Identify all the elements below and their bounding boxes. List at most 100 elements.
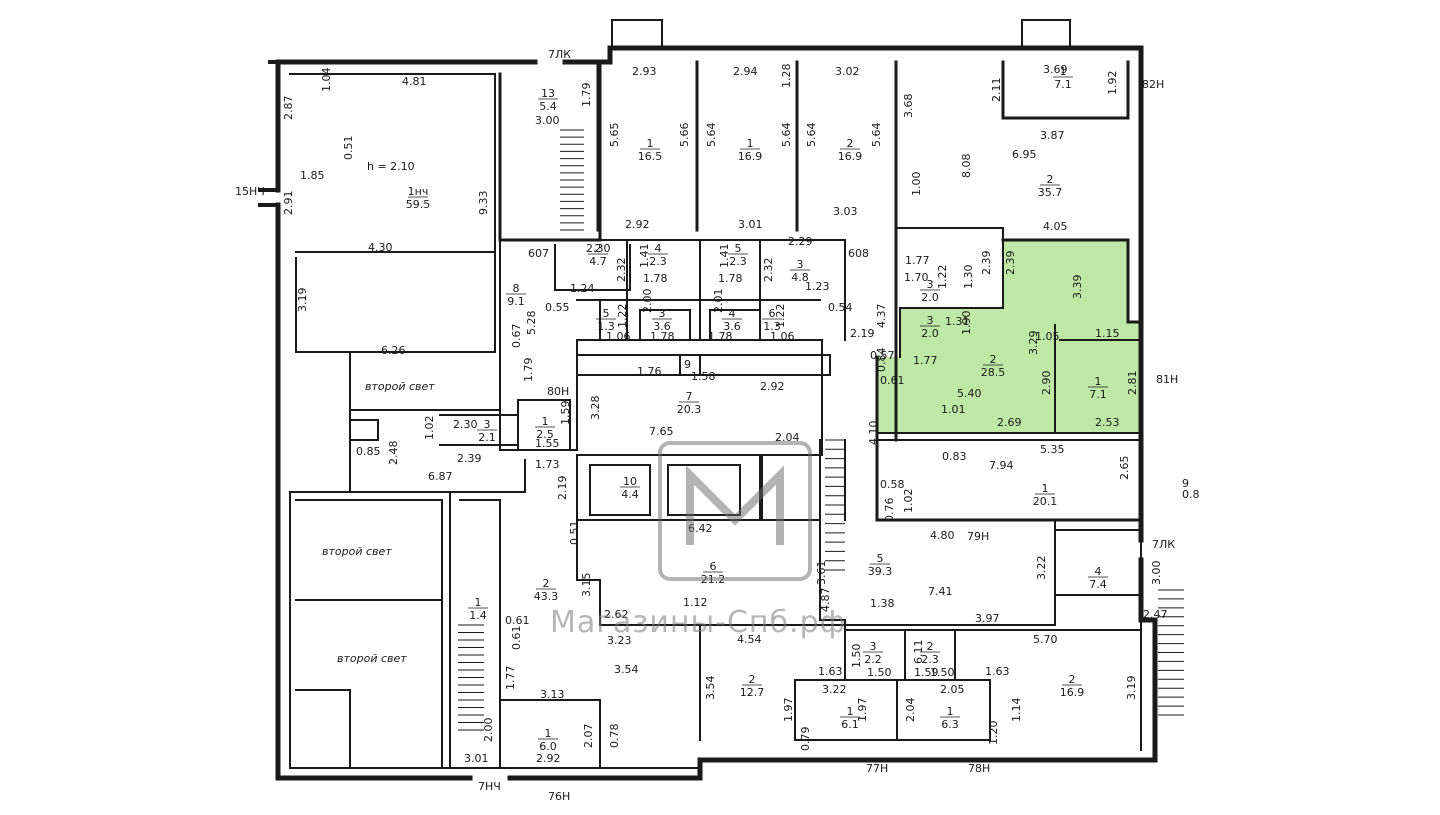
dimension-label: 3.00 bbox=[1150, 561, 1163, 586]
dimension-label: 2.92 bbox=[625, 218, 650, 231]
dimension-label: 7.94 bbox=[989, 459, 1014, 472]
dimension-label: 5.65 bbox=[608, 123, 621, 148]
dimension-label: 1.38 bbox=[870, 597, 895, 610]
room-label-second-light-3: второй свет bbox=[337, 652, 407, 665]
room-area: 2.0 bbox=[921, 291, 939, 304]
dimension-label: 3.03 bbox=[833, 205, 858, 218]
dimension-label: 2.04 bbox=[775, 431, 800, 444]
dimension-label: 1.22 bbox=[774, 304, 787, 329]
dimension-label: 6.87 bbox=[428, 470, 453, 483]
dimension-label: 4.54 bbox=[737, 633, 762, 646]
room-number: 1 bbox=[647, 137, 654, 150]
room-area: 59.5 bbox=[406, 198, 431, 211]
dimension-label: 2.01 bbox=[712, 289, 725, 314]
dimension-label: 2.19 bbox=[556, 476, 569, 501]
dimension-label: 0.54 bbox=[828, 301, 853, 314]
room-number: 1 bbox=[847, 705, 854, 718]
dimension-label: 1.97 bbox=[856, 698, 869, 723]
dimension-label: 3.22 bbox=[1035, 556, 1048, 581]
room-number: 1 bbox=[1042, 482, 1049, 495]
dimension-label: 0.58 bbox=[880, 478, 905, 491]
room-area: 3.6 bbox=[723, 320, 741, 333]
dimension-label: 5.70 bbox=[1033, 633, 1058, 646]
dimension-label: 4.37 bbox=[875, 304, 888, 329]
entrance-tag: 9 bbox=[1182, 477, 1189, 490]
room-number: 3 bbox=[797, 258, 804, 271]
room-number: 2 bbox=[749, 673, 756, 686]
dimension-label: 4.80 bbox=[930, 529, 955, 542]
dimension-label: 2.92 bbox=[760, 380, 785, 393]
dimension-label: 2.62 bbox=[604, 608, 629, 621]
dimension-label: 5.64 bbox=[705, 123, 718, 148]
room-number: 5 bbox=[877, 552, 884, 565]
room-number: 13 bbox=[541, 87, 555, 100]
dimension-label: 6.95 bbox=[1012, 148, 1037, 161]
dimension-label: 1.28 bbox=[780, 64, 793, 89]
room-number: 1 bbox=[1060, 65, 1067, 78]
dimension-label: 2.00 bbox=[641, 289, 654, 314]
dimension-label: 5.40 bbox=[957, 387, 982, 400]
room-number: 1 bbox=[947, 705, 954, 718]
room-number: 5 bbox=[735, 242, 742, 255]
dimension-label: 1.06 bbox=[770, 330, 795, 343]
dimension-label: 1.01 bbox=[941, 403, 966, 416]
dimension-label: 2.29 bbox=[788, 235, 813, 248]
entrance-tag: 607 bbox=[528, 247, 549, 260]
dimension-label: 3.97 bbox=[975, 612, 1000, 625]
dimension-label: 1.24 bbox=[570, 282, 595, 295]
room-label-second-light-2: второй свет bbox=[322, 545, 392, 558]
dimension-label: 3.19 bbox=[1125, 676, 1138, 701]
dimension-label: 2.39 bbox=[980, 251, 993, 276]
entrance-tag: 77Н bbox=[866, 762, 888, 775]
room-area: 35.7 bbox=[1038, 186, 1063, 199]
room-number: 10 bbox=[623, 475, 637, 488]
dimension-label: 2.39 bbox=[457, 452, 482, 465]
room-area: 6.0 bbox=[539, 740, 557, 753]
watermark-text: Магазины-Спб.рф bbox=[550, 605, 846, 640]
dimension-label: 5.64 bbox=[870, 123, 883, 148]
entrance-tag: 81Н bbox=[1156, 373, 1178, 386]
dimension-label: 3.15 bbox=[580, 573, 593, 598]
dimension-label: 2.05 bbox=[940, 683, 965, 696]
room-area: 9.1 bbox=[507, 295, 525, 308]
dimension-label: 2.65 bbox=[1118, 456, 1131, 481]
room-area: 3.6 bbox=[653, 320, 671, 333]
dimension-label: 8.08 bbox=[960, 154, 973, 179]
room-number: 3 bbox=[870, 640, 877, 653]
dimension-label: 2.90 bbox=[1040, 371, 1053, 396]
dimension-label: 1.77 bbox=[504, 666, 517, 691]
room-number: 1 bbox=[475, 596, 482, 609]
dimension-label: 1.76 bbox=[637, 365, 662, 378]
room-number: 2 bbox=[595, 242, 602, 255]
room-area: 1.4 bbox=[469, 609, 487, 622]
room-number: 7 bbox=[686, 390, 693, 403]
dimension-label: 2.30 bbox=[586, 242, 611, 255]
dimension-label: 1.02 bbox=[423, 416, 436, 441]
dimension-label: 1.31 bbox=[945, 315, 970, 328]
dimension-label: 5.35 bbox=[1040, 443, 1065, 456]
dimension-label: 2.93 bbox=[632, 65, 657, 78]
highlighted-unit[interactable] bbox=[877, 240, 1141, 433]
dimension-label: 1.59 bbox=[914, 666, 939, 679]
room-area: 7.1 bbox=[1089, 388, 1107, 401]
room-area: 1.3 bbox=[763, 320, 781, 333]
walls bbox=[258, 19, 1158, 781]
dimension-label: 0.78 bbox=[608, 724, 621, 749]
stair-number: 9 bbox=[684, 358, 691, 371]
room-area: 2.3 bbox=[729, 255, 747, 268]
dimension-label: 1.63 bbox=[985, 665, 1010, 678]
room-area: 28.5 bbox=[981, 366, 1006, 379]
room-area: 16.9 bbox=[738, 150, 763, 163]
dimension-label: 3.00 bbox=[535, 114, 560, 127]
dimension-label: 1.78 bbox=[643, 272, 668, 285]
dimension-label: 9.33 bbox=[477, 191, 490, 216]
dimension-label: 3.68 bbox=[902, 94, 915, 119]
dimension-label: 2.53 bbox=[1095, 416, 1120, 429]
dimension-label: 1.90 bbox=[960, 311, 973, 336]
dimension-label: 2.81 bbox=[1126, 371, 1139, 396]
room-number: 2 bbox=[990, 353, 997, 366]
dimension-label: 1.02 bbox=[902, 489, 915, 514]
dimension-label: 0.76 bbox=[883, 498, 896, 523]
dimension-label: 1.78 bbox=[718, 272, 743, 285]
dimension-label: 6.42 bbox=[688, 522, 713, 535]
